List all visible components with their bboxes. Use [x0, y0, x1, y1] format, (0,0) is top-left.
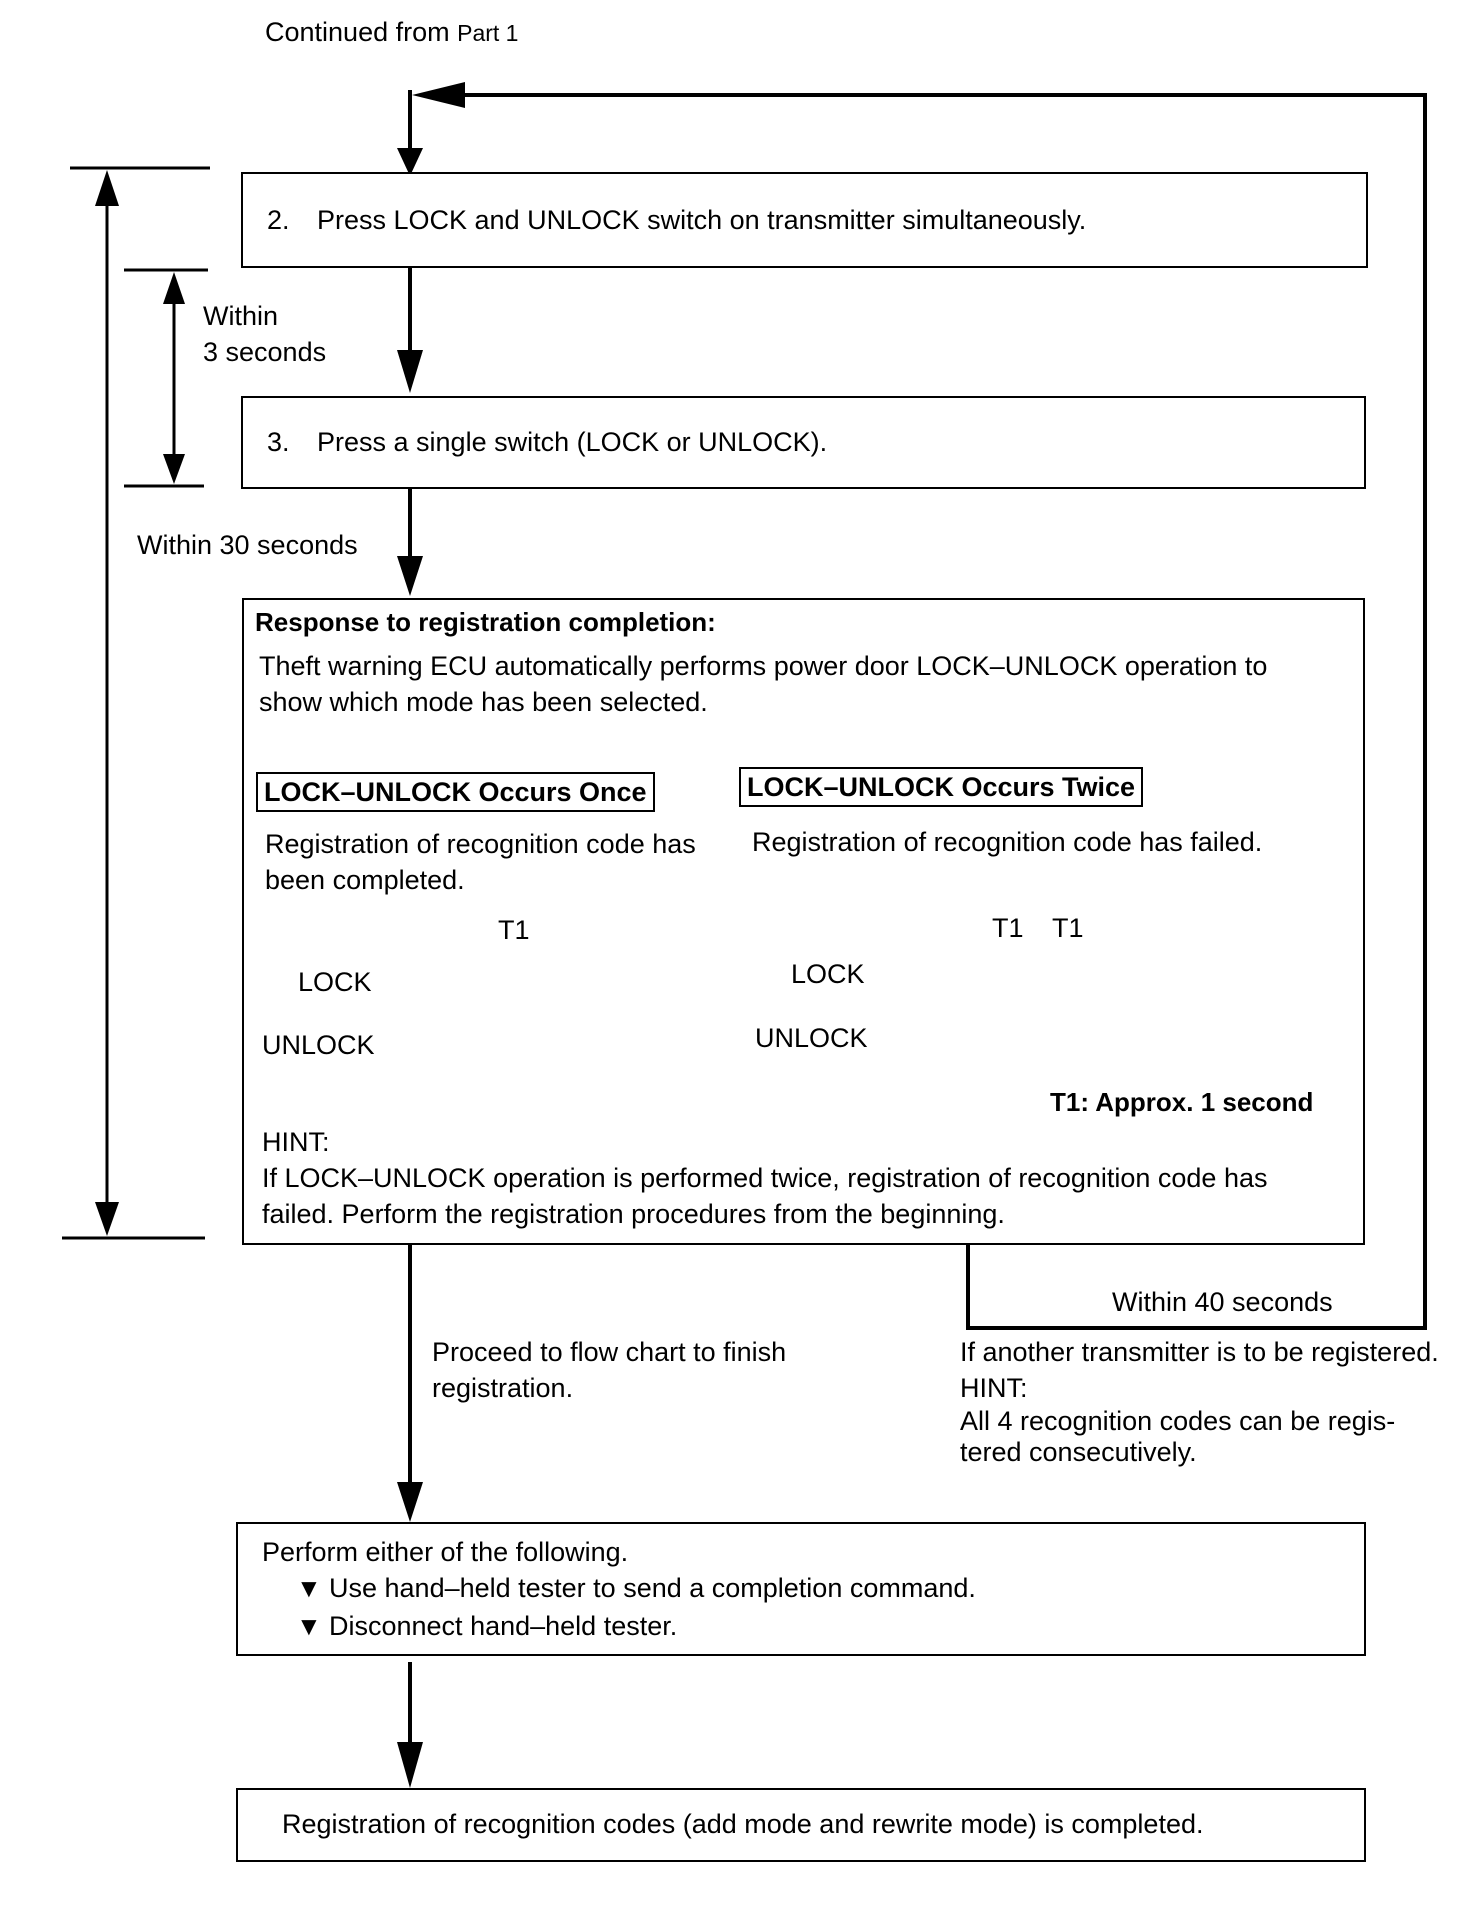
within40-label: Within 40 seconds [1112, 1287, 1333, 1317]
dim3-arrow-up [163, 272, 185, 304]
step3-text: Press a single switch (LOCK or UNLOCK). [317, 427, 828, 457]
response-desc-line1: Theft warning ECU automatically performs… [259, 651, 1268, 681]
twice-desc: Registration of recognition code has fai… [752, 827, 1263, 857]
response-desc-line2: show which mode has been selected. [259, 687, 708, 717]
once-desc-line2: been completed. [265, 865, 465, 895]
once-desc-line1: Registration of recognition code has [265, 829, 696, 859]
once-lock-label: LOCK [298, 967, 372, 997]
dim30-arrow-up [95, 170, 119, 206]
twice-t1-label-b: T1 [1052, 913, 1084, 943]
dim30-arrow-down [95, 1202, 119, 1236]
twice-unlock-label: UNLOCK [755, 1023, 868, 1053]
another-hint-label: HINT: [960, 1373, 1028, 1403]
response-title: Response to registration completion: [255, 607, 716, 637]
once-t1-label: T1 [498, 915, 530, 945]
continued-text: Continued from [265, 17, 458, 47]
loop-back-line [465, 93, 1427, 1330]
final-box: Registration of recognition codes (add m… [236, 1788, 1366, 1862]
perform-box [236, 1522, 1366, 1656]
within3-line2: 3 seconds [203, 337, 327, 367]
perform-item1: Use hand–held tester to send a completio… [329, 1573, 976, 1603]
once-label: LOCK–UNLOCK Occurs Once [256, 772, 655, 812]
step2-box: 2. Press LOCK and UNLOCK switch on trans… [241, 172, 1368, 268]
twice-t1-label-a: T1 [992, 913, 1024, 943]
arrow-head-step2 [397, 148, 423, 176]
perform-title: Perform either of the following. [262, 1537, 629, 1567]
bullet-triangle-icon: ▼ [296, 1573, 322, 1603]
within3-line1: Within [203, 301, 279, 331]
arrow-head-step3 [397, 350, 423, 393]
proceed-line1: Proceed to flow chart to finish [432, 1337, 787, 1367]
arrow-head-loop-back [412, 82, 465, 108]
step2-text: Press LOCK and UNLOCK switch on transmit… [317, 205, 1087, 235]
step2-number: 2. [267, 205, 290, 235]
another-hint-line2: tered consecutively. [960, 1437, 1197, 1467]
twice-label: LOCK–UNLOCK Occurs Twice [739, 767, 1144, 807]
step3-box: 3. Press a single switch (LOCK or UNLOCK… [241, 396, 1366, 489]
arrow-head-perform [397, 1482, 423, 1522]
perform-item2: Disconnect hand–held tester. [329, 1611, 678, 1641]
another-hint-line1: All 4 recognition codes can be regis- [960, 1406, 1396, 1436]
once-unlock-label: UNLOCK [262, 1030, 375, 1060]
twice-lock-label: LOCK [791, 959, 865, 989]
dim3-arrow-down [163, 454, 185, 484]
step3-number: 3. [267, 427, 290, 457]
response-hint-line1: If LOCK–UNLOCK operation is performed tw… [262, 1163, 1268, 1193]
proceed-line2: registration. [432, 1373, 574, 1403]
continued-label: Continued from Part 1 [265, 14, 518, 51]
another-line1: If another transmitter is to be register… [960, 1337, 1439, 1367]
response-hint-line2: failed. Perform the registration procedu… [262, 1199, 1005, 1229]
response-hint-label: HINT: [262, 1127, 330, 1157]
within30-label: Within 30 seconds [137, 530, 358, 560]
part-text: Part 1 [457, 20, 519, 46]
t1-note: T1: Approx. 1 second [1050, 1087, 1314, 1117]
final-text: Registration of recognition codes (add m… [282, 1809, 1204, 1839]
response-box [242, 598, 1365, 1245]
bullet-triangle-icon: ▼ [296, 1611, 322, 1641]
arrow-head-final [397, 1742, 423, 1788]
arrow-head-response [397, 556, 423, 596]
